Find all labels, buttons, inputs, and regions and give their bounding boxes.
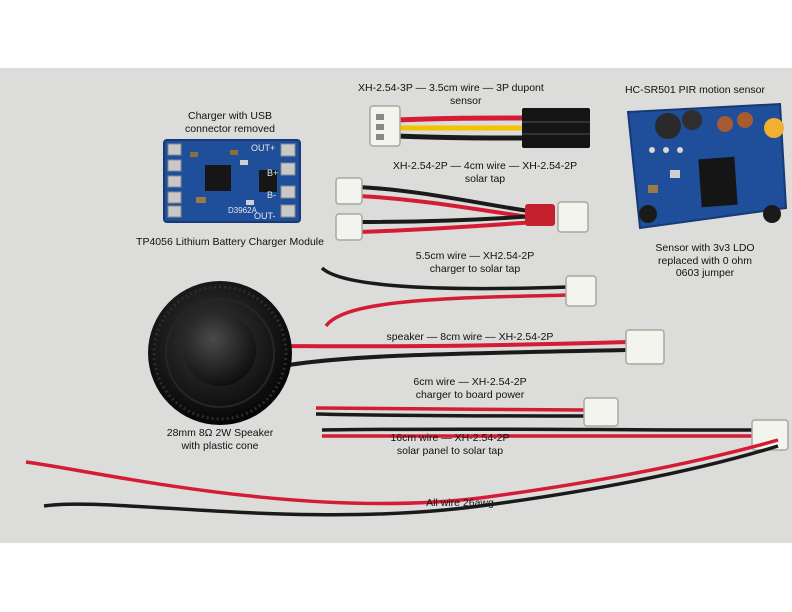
xh-2p-connector [335,177,363,205]
label-charger-module: TP4056 Lithium Battery Charger Module [136,236,324,248]
xh-2p-connector [557,201,589,233]
pcb-out-plus-text: OUT+ [251,143,275,153]
xh-2p-connector [335,213,363,241]
label-wire-gauge: All wire 26awg [426,497,494,509]
xh-2p-connector [583,397,619,427]
pcb-out-minus-text: OUT- [254,211,276,221]
charger-to-board-power-wire [315,397,619,427]
xh-3p-connector [369,105,401,147]
xh-2p-connector [625,329,665,365]
sensor-cable [369,105,590,148]
charger-to-solar-tap-wire [320,266,597,328]
solar-tap-cable [335,177,589,241]
long-wire [25,438,779,517]
speaker [148,281,665,425]
label-speaker-wire: speaker — 8cm wire — XH-2.54-2P [386,331,554,343]
hc-sr501-pir-sensor [626,102,788,230]
solar-panel-to-solar-tap-wire [321,419,789,451]
tp4056-charger-module: OUT+ B+ B- OUT- D3962A [163,139,301,223]
pcb-chip-text: D3962A [228,206,258,215]
pcb-b-minus-text: B- [267,190,276,200]
dupont-connector [522,108,590,148]
xh-2p-connector [565,275,597,307]
label-pir-title: HC-SR501 PIR motion sensor [624,84,766,96]
pcb-b-plus-text: B+ [267,168,278,178]
